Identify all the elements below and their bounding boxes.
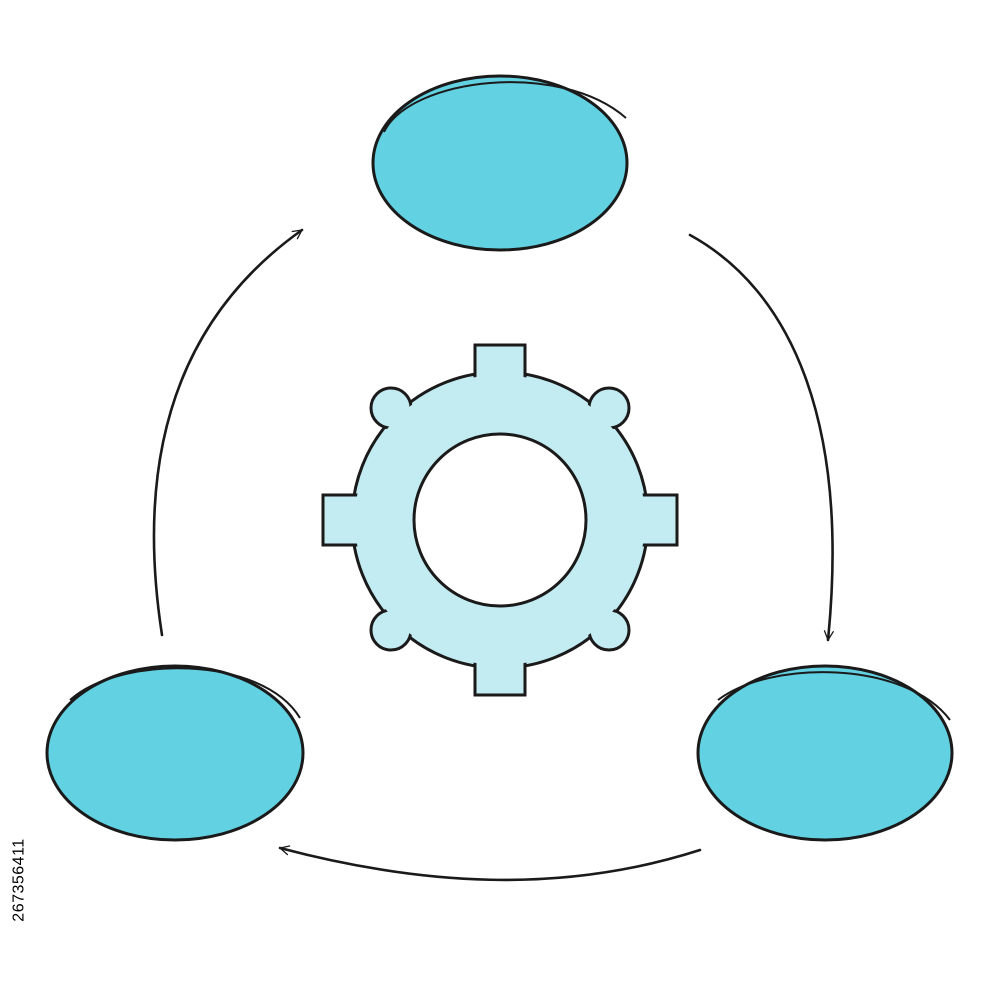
arrow-top-to-right [688, 233, 834, 642]
gear-icon [321, 343, 679, 697]
node-bottom-left [45, 664, 305, 842]
arrow-left-to-top [152, 228, 304, 637]
gear-hole [412, 432, 588, 608]
side-image-id: 267356411 [8, 770, 32, 990]
node-bottom-right [696, 664, 954, 842]
side-image-id-text: 267356411 [11, 838, 28, 922]
node-top [371, 74, 629, 252]
arrow-right-to-left [278, 845, 702, 882]
